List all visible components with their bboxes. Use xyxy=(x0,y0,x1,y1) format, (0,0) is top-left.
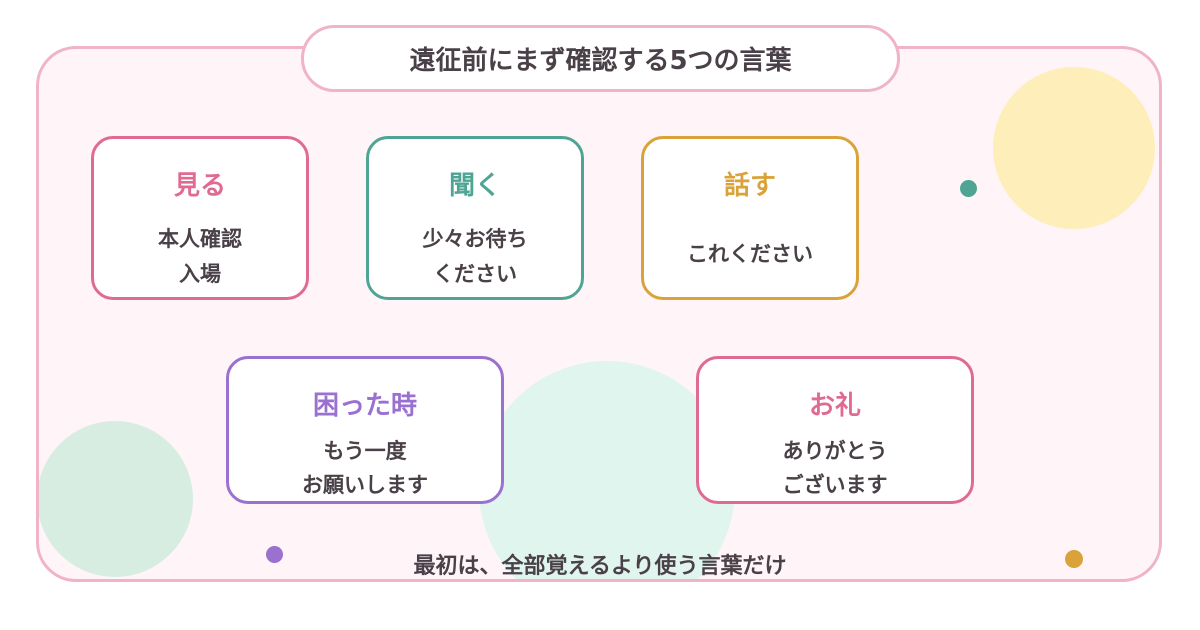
card-line: 本人確認 xyxy=(158,227,242,251)
card-line: お願いします xyxy=(302,473,428,497)
card-kiku: 聞く 少々お待ち ください xyxy=(366,136,584,300)
card-line: 入場 xyxy=(179,262,221,286)
card-heading: 話す xyxy=(723,171,776,201)
card-heading: 困った時 xyxy=(312,391,417,421)
card-miru: 見る 本人確認 入場 xyxy=(91,136,309,300)
decorative-circle-mint xyxy=(479,361,735,579)
card-line: ございます xyxy=(782,473,888,497)
card-line: もう一度 xyxy=(323,439,407,463)
decorative-circle-green xyxy=(39,421,193,577)
card-line: ありがとう xyxy=(782,439,888,463)
decorative-dot-orange xyxy=(1065,550,1083,568)
title-pill: 遠征前にまず確認する5つの言葉 xyxy=(301,25,900,92)
card-orei: お礼 ありがとう ございます xyxy=(696,356,974,504)
decorative-dot-teal xyxy=(960,180,977,197)
page-title: 遠征前にまず確認する5つの言葉 xyxy=(409,46,792,76)
card-line: 少々お待ち xyxy=(422,227,528,251)
card-hanasu: 話す これください xyxy=(641,136,859,300)
footer-caption: 最初は、全部覚えるより使う言葉だけ xyxy=(413,554,787,579)
decorative-circle-yellow xyxy=(993,67,1155,229)
card-komatta: 困った時 もう一度 お願いします xyxy=(226,356,504,504)
card-heading: 見る xyxy=(173,171,226,201)
card-line: これください xyxy=(687,242,813,266)
card-line: ください xyxy=(433,262,517,286)
card-heading: お礼 xyxy=(808,391,861,421)
background-panel xyxy=(36,46,1162,582)
decorative-dot-purple xyxy=(266,546,283,563)
card-heading: 聞く xyxy=(448,171,501,201)
